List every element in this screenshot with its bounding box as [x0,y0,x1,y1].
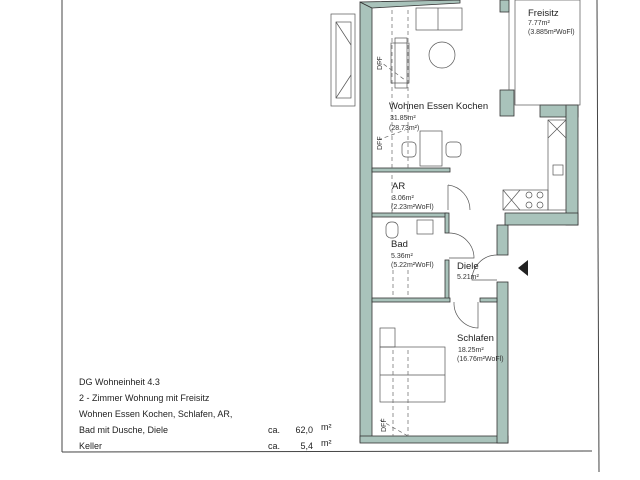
armchair [390,37,410,89]
room-area-schlafen: 18.25m² [458,347,484,354]
dining-table [401,130,462,167]
room-wofl-schlafen: (16.76m²WoFl) [457,356,504,363]
walls [359,0,579,444]
room-area-bad: 5.36m² [391,253,413,260]
entrance-door[interactable] [471,254,498,281]
door-schlafen[interactable] [453,301,479,329]
room-name-ar: AR [392,181,405,192]
room-name-diele: Diele [457,261,479,272]
kitchen-counter [502,119,567,211]
legend-rooms: Wohnen Essen Kochen, Schlafen, AR, [79,409,233,419]
room-wofl-ar: (2.23m²WoFl) [391,204,434,211]
round-table [428,41,456,69]
dff-label-2: DFF [377,136,384,150]
door-ar[interactable] [447,184,471,211]
room-wofl-wohnen: (28.73m²) [389,125,419,132]
dff-label-1: DFF [377,56,384,70]
frame-bottom [61,450,593,453]
legend-type: 2 - Zimmer Wohnung mit Freisitz [79,393,210,403]
room-area-freisitz: 7.77m² [528,20,550,27]
door-bad[interactable] [448,232,475,259]
legend-unit-1: m² [321,422,332,432]
sofa [415,7,463,31]
room-area-diele: 5.21m² [457,274,479,281]
freisitz-area [514,0,581,106]
bed [379,327,446,403]
room-name-schlafen: Schlafen [457,333,494,344]
bathroom-fixtures [385,219,434,239]
frame-right [596,0,600,473]
room-wofl-freisitz: (3.885m²WoFl) [528,29,575,36]
legend-area-total: 62,0 [295,425,313,435]
legend-unit: DG Wohneinheit 4.3 [79,377,160,387]
legend-ca-1: ca. [268,425,281,435]
legend-rooms-2: Bad mit Dusche, Diele [79,425,169,435]
dormer-window [330,13,356,107]
entrance-arrow-icon [518,260,528,276]
room-name-wohnen: Wohnen Essen Kochen [389,101,488,112]
roof-slope-lines [377,10,409,437]
room-name-bad: Bad [391,239,408,250]
legend-area-keller: 5,4 [300,441,313,451]
dff-label-3: DFF [381,418,388,432]
legend-keller: Keller [79,441,103,451]
room-area-ar: 3.06m² [392,195,414,202]
legend-ca-2: ca. [268,441,281,451]
room-name-freisitz: Freisitz [528,8,559,19]
room-wofl-bad: (5.22m²WoFl) [391,262,434,269]
room-area-wohnen: 31.85m² [390,115,416,122]
legend-unit-2: m² [321,438,332,448]
